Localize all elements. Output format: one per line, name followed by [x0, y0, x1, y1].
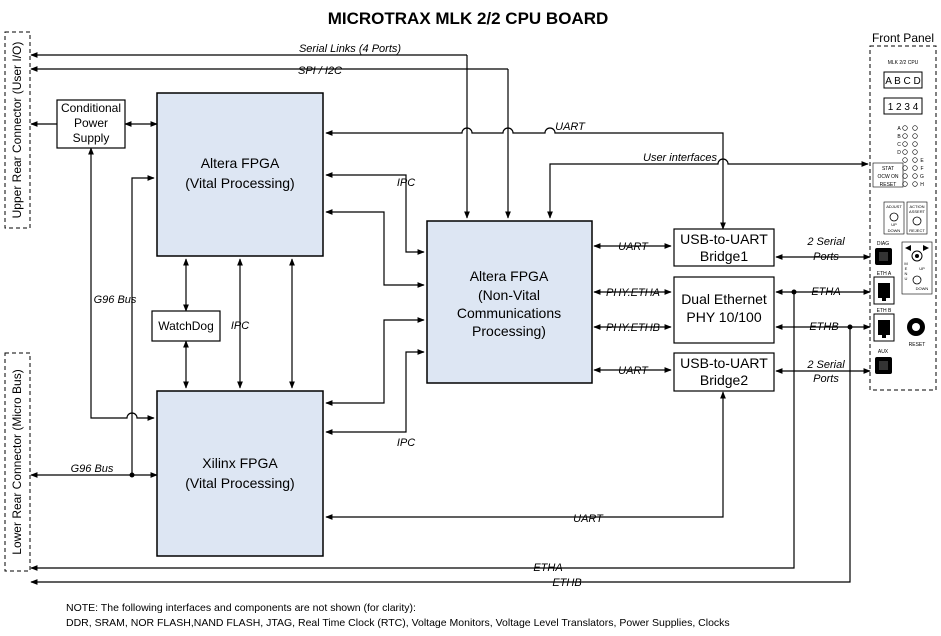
led-letter-f: F [920, 166, 923, 172]
action-button[interactable]: ACTION ASSERT REJECT [906, 201, 928, 235]
serial-ports2-l2: Ports [813, 373, 839, 385]
eth-a-label: ETH A [877, 271, 892, 277]
menu-knob[interactable]: M E N U UP DOWN [901, 241, 933, 295]
serial-ports1-l1: 2 Serial [806, 236, 845, 248]
status-stat: STAT [882, 166, 894, 172]
led-letter-a: A [897, 126, 901, 132]
adjust-up: UP [891, 222, 897, 227]
front-panel-title: Front Panel [872, 31, 934, 45]
uart-bridge1-label: UART [618, 241, 649, 253]
status-ocw: OCW ON [877, 174, 898, 180]
display-numbers: 1 2 3 4 [888, 102, 919, 113]
eth-b-port[interactable]: ETH B [873, 308, 895, 342]
conditional-power-supply: Conditional Power Supply [56, 99, 126, 149]
dual-ethernet-phy: Dual Ethernet PHY 10/100 [673, 276, 775, 344]
menu-u: U [905, 276, 908, 281]
adjust-label: ADJUST [886, 204, 902, 209]
lower-connector-label: Lower Rear Connector (Micro Bus) [10, 369, 24, 554]
phy-ethb-label: PHY.ETHB [606, 322, 660, 334]
display-letters: A B C D [885, 76, 921, 87]
etha-right-label: ETHA [811, 286, 840, 298]
nonvital-line3: Communications [457, 305, 561, 321]
status-reset: RESET [880, 182, 897, 188]
adjust-button[interactable]: ADJUST UP DOWN [883, 201, 905, 235]
phy-etha-label: PHY.ETHA [606, 287, 660, 299]
user-interfaces-label: User interfaces [643, 152, 717, 164]
knob-up: UP [919, 266, 925, 271]
diag-label: DIAG [877, 241, 889, 247]
diag-port[interactable]: DIAG [875, 241, 892, 265]
altera-fpga-nonvital: Altera FPGA (Non-Vital Communications Pr… [426, 220, 593, 384]
usb-uart-bridge1: USB-to-UART Bridge1 [673, 228, 775, 267]
led-letter-d: D [897, 150, 901, 156]
menu-m: M [904, 261, 907, 266]
ethphy-line2: PHY 10/100 [686, 309, 761, 325]
knob-down: DOWN [916, 286, 929, 291]
led-column-right [912, 125, 918, 187]
altera-fpga-vital: Altera FPGA (Vital Processing) [156, 92, 324, 257]
watchdog-label: WatchDog [158, 319, 214, 333]
xilinx-vital-line2: (Vital Processing) [185, 475, 294, 491]
action-label: ACTION [909, 204, 924, 209]
board-label: MLK 2/2 CPU [888, 60, 919, 66]
nonvital-line4: Processing) [472, 323, 546, 339]
led-letter-b: B [897, 134, 901, 140]
led-letter-e: E [920, 158, 924, 164]
note-line2: DDR, SRAM, NOR FLASH,NAND FLASH, JTAG, R… [66, 617, 730, 629]
action-assert: ASSERT [909, 209, 925, 214]
lower-rear-connector: Lower Rear Connector (Micro Bus) [4, 352, 31, 572]
led-letter-g: G [920, 174, 924, 180]
xilinx-fpga-vital: Xilinx FPGA (Vital Processing) [156, 390, 324, 557]
spi-i2c-label: SPI / I2C [298, 65, 342, 77]
upper-rear-connector: Upper Rear Connector (User I/O) [4, 31, 31, 229]
watchdog: WatchDog [151, 310, 221, 342]
eth-b-label: ETH B [877, 308, 892, 314]
power-line3: Supply [73, 131, 110, 145]
bridge1-line1: USB-to-UART [680, 231, 768, 247]
ipc-top-label: IPC [397, 177, 415, 189]
ethb-right-label: ETHB [809, 321, 838, 333]
nonvital-line1: Altera FPGA [470, 268, 549, 284]
action-reject: REJECT [909, 228, 925, 233]
g96-bus-lower-label: G96 Bus [71, 463, 114, 475]
g96-bus-upper-label: G96 Bus [94, 294, 137, 306]
uart-bridge2-label: UART [618, 365, 649, 377]
serial-ports1-l2: Ports [813, 251, 839, 263]
altera-vital-line1: Altera FPGA [201, 155, 280, 171]
uart-bottom-label: UART [573, 513, 604, 525]
ipc-mid-label: IPC [231, 320, 249, 332]
usb-uart-bridge2: USB-to-UART Bridge2 [673, 352, 775, 392]
serial-ports2-l1: 2 Serial [806, 359, 845, 371]
ipc-bottom-label: IPC [397, 437, 415, 449]
aux-label: AUX [878, 349, 889, 355]
power-line2: Power [74, 116, 108, 130]
led-column-left [902, 125, 908, 187]
diagram-title: MICROTRAX MLK 2/2 CPU BOARD [328, 9, 609, 28]
serial-links-label: Serial Links (4 Ports) [299, 43, 401, 55]
ethb-bottom-label: ETHB [552, 577, 581, 589]
bridge2-line2: Bridge2 [700, 372, 748, 388]
menu-e: E [905, 266, 908, 271]
uart-top-label: UART [555, 121, 586, 133]
power-line1: Conditional [61, 101, 121, 115]
nonvital-line2: (Non-Vital [478, 287, 540, 303]
front-panel: Front Panel MLK 2/2 CPU A B C D 1 2 3 4 [869, 31, 937, 391]
xilinx-vital-line1: Xilinx FPGA [202, 455, 278, 471]
led-letter-h: H [920, 182, 924, 188]
bridge2-line1: USB-to-UART [680, 355, 768, 371]
adjust-down: DOWN [888, 228, 901, 233]
upper-connector-label: Upper Rear Connector (User I/O) [10, 42, 24, 219]
reset-button[interactable]: RESET [907, 318, 925, 348]
led-letter-c: C [897, 142, 901, 148]
ethphy-line1: Dual Ethernet [681, 291, 767, 307]
menu-n: N [905, 271, 908, 276]
etha-bottom-label: ETHA [533, 562, 562, 574]
bridge1-line2: Bridge1 [700, 248, 748, 264]
eth-a-port[interactable]: ETH A [873, 271, 895, 305]
note-line1: NOTE: The following interfaces and compo… [66, 602, 416, 614]
reset-label: RESET [909, 342, 926, 348]
aux-port[interactable]: AUX [875, 349, 892, 374]
altera-vital-line2: (Vital Processing) [185, 175, 294, 191]
